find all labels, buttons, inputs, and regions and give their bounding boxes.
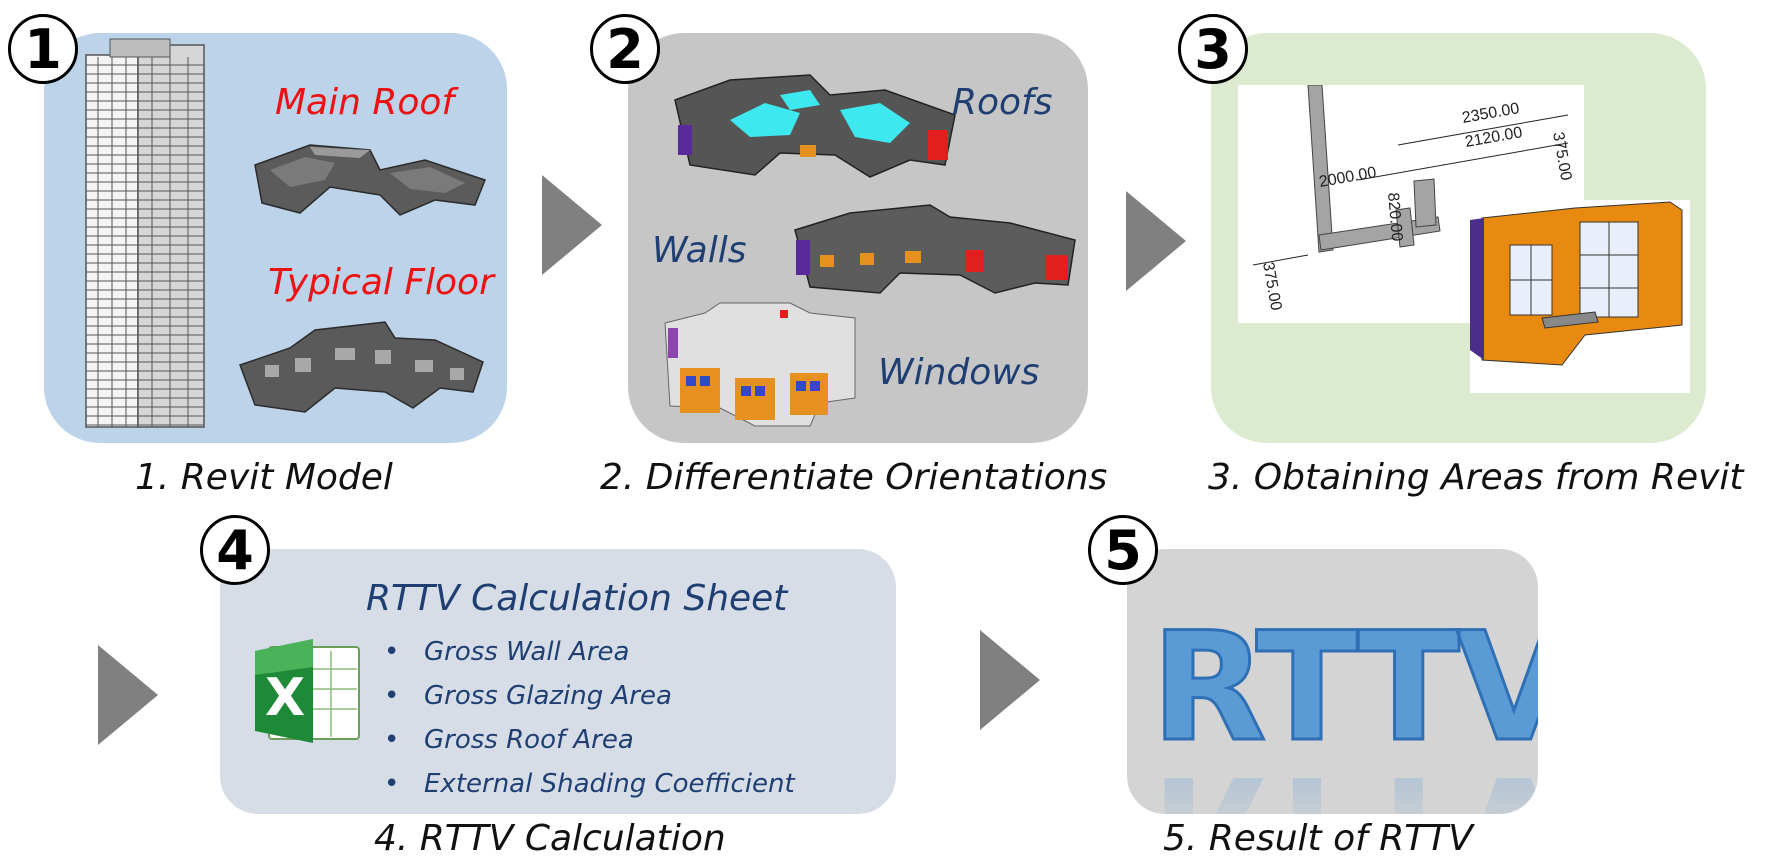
step-3-caption: 3. Obtaining Areas from Revit bbox=[1208, 457, 1744, 498]
arrow-3-to-4 bbox=[98, 645, 158, 745]
step-5-number: 5 bbox=[1088, 515, 1158, 585]
arrow-1-to-2 bbox=[542, 175, 602, 275]
step-5-caption: 5. Result of RTTV bbox=[1163, 818, 1473, 859]
tower-model-image bbox=[85, 38, 205, 428]
rttv-result-reflection: RTTV bbox=[1151, 742, 1538, 814]
windows-model-image bbox=[664, 302, 856, 427]
arrow-2-to-3 bbox=[1126, 191, 1186, 291]
window-3d-model-image bbox=[1470, 200, 1690, 393]
step-3-number: 3 bbox=[1178, 14, 1248, 84]
step-4-caption: 4. RTTV Calculation bbox=[374, 818, 726, 859]
list-item: •Gross Wall Area bbox=[384, 637, 630, 667]
rttv-result-text: RTTV bbox=[1150, 601, 1538, 775]
windows-label: Windows bbox=[878, 352, 1040, 393]
main-roof-label: Main Roof bbox=[275, 82, 455, 123]
step-2-number: 2 bbox=[590, 14, 660, 84]
typical-floor-model-image bbox=[239, 321, 484, 413]
typical-floor-label: Typical Floor bbox=[268, 262, 494, 303]
excel-icon: X bbox=[255, 639, 360, 743]
list-item: •Gross Glazing Area bbox=[384, 681, 672, 711]
roofs-model-image bbox=[674, 74, 956, 178]
step-1-caption: 1. Revit Model bbox=[135, 457, 393, 498]
step-1-number: 1 bbox=[8, 14, 78, 84]
main-roof-model-image bbox=[254, 144, 486, 216]
dim-820: 820.00 bbox=[1384, 192, 1405, 242]
step-5-panel: RTTV RTTV bbox=[1127, 549, 1538, 814]
list-item: •External Shading Coefficient bbox=[384, 769, 795, 799]
step-4-number: 4 bbox=[200, 515, 270, 585]
walls-label: Walls bbox=[652, 230, 747, 271]
step-2-caption: 2. Differentiate Orientations bbox=[600, 457, 1108, 498]
roofs-label: Roofs bbox=[952, 82, 1053, 123]
walls-model-image bbox=[794, 204, 1076, 294]
calculation-sheet-items: •Gross Wall Area •Gross Glazing Area •Gr… bbox=[384, 630, 795, 806]
arrow-4-to-5 bbox=[980, 630, 1040, 730]
svg-text:X: X bbox=[265, 668, 305, 728]
list-item: •Gross Roof Area bbox=[384, 725, 634, 755]
calculation-sheet-title: RTTV Calculation Sheet bbox=[366, 578, 788, 619]
